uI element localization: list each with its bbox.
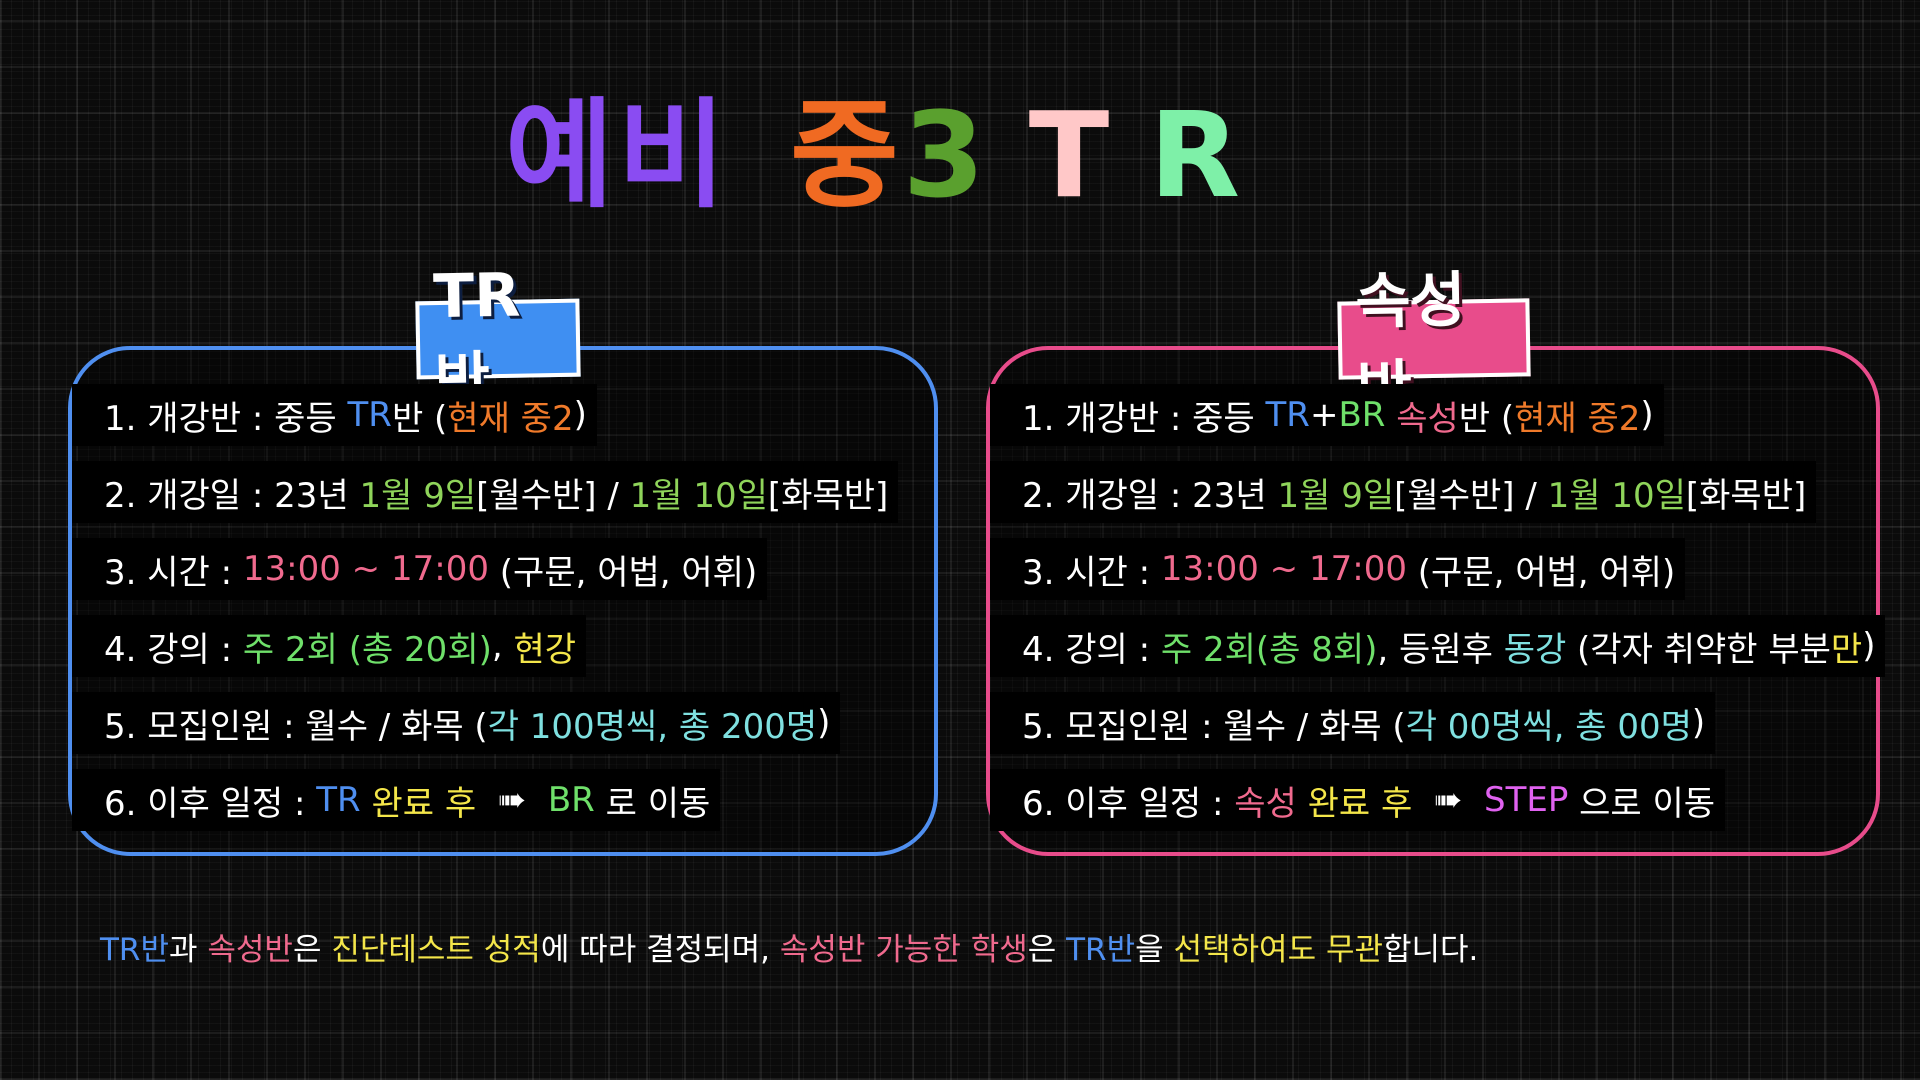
text-run: ) (1691, 703, 1706, 743)
page-title: 예비 중 3 T R (505, 80, 1244, 230)
text-run: 6. 이후 일정 : (104, 783, 317, 824)
text-run: ) (817, 703, 831, 743)
text-run: ) (1862, 626, 1876, 666)
title-part-r: R (1149, 86, 1245, 224)
tr-class-badge: TR반 (415, 260, 581, 416)
text-run: 속성 (1234, 783, 1297, 824)
text-run: [월수반] / (1394, 475, 1548, 516)
detail-line: 6. 이후 일정 : 속성 완료 후 ➠ STEP 으로 이동 (990, 769, 1726, 831)
text-run: 합니다. (1383, 932, 1479, 968)
text-run: 주 2회 (총 20회) (242, 629, 492, 670)
text-run: 현강 (513, 629, 577, 670)
detail-line: 3. 시간 : 13:00 ~ 17:00 (구문, 어법, 어휘) (990, 538, 1686, 600)
title-part-t: T (1028, 86, 1114, 224)
text-run: 13:00 ~ 17:00 (242, 549, 489, 589)
text-run: TR (1265, 395, 1310, 435)
text-run: 1월 9일 (1277, 475, 1395, 516)
text-run: , 등원후 (1377, 629, 1504, 670)
detail-line: 2. 개강일 : 23년 1월 9일[월수반] / 1월 10일[화목반] (990, 461, 1817, 523)
text-run: ➠ (476, 780, 548, 820)
text-run: 에 따라 결정되며, (540, 932, 780, 968)
text-run: 1월 9일 (359, 475, 477, 516)
text-run: 으로 이동 (1568, 783, 1716, 824)
text-run: 과 (169, 932, 208, 968)
text-run: + (1309, 395, 1339, 435)
text-run: 2. 개강일 : 23년 (1022, 475, 1278, 516)
text-run: 속성반 (207, 932, 293, 968)
text-run: 선택하여도 무관 (1173, 932, 1384, 968)
text-run: TR (347, 395, 392, 435)
text-run: TR반 (100, 932, 169, 968)
detail-line: 3. 시간 : 13:00 ~ 17:00 (구문, 어법, 어휘) (72, 538, 768, 600)
text-run: (각자 취약한 부분 (1566, 629, 1831, 670)
title-part-3: 3 (902, 86, 989, 224)
text-run: 속성반 가능한 학생 (779, 932, 1028, 968)
text-run: [월수반] / (476, 475, 630, 516)
detail-line: 5. 모집인원 : 월수 / 화목 (각 100명씩, 총 200명) (72, 692, 841, 754)
text-run: 각 00명씩, 총 00명 (1405, 706, 1692, 747)
text-run: 로 이동 (594, 783, 711, 824)
text-run: 13:00 ~ 17:00 (1160, 549, 1407, 589)
text-run: ) (1640, 395, 1654, 435)
text-run: 진단테스트 성적 (331, 932, 541, 968)
detail-line: 6. 이후 일정 : TR 완료 후 ➠ BR 로 이동 (72, 769, 721, 831)
text-run: [화목반] (767, 475, 889, 516)
text-run: 4. 강의 : (104, 629, 243, 670)
text-run: BR (547, 780, 595, 820)
text-run: 5. 모집인원 : 월수 / 화목 ( (1022, 706, 1406, 747)
text-run: BR (1338, 395, 1386, 435)
text-run: 2. 개강일 : 23년 (104, 475, 360, 516)
text-run: 은 (292, 932, 332, 968)
text-run: 동강 (1503, 629, 1567, 670)
text-run: (구문, 어법, 어휘) (488, 552, 758, 593)
text-run: 1. 개강반 : 중등 (104, 398, 348, 439)
text-run: ➠ (1412, 780, 1484, 820)
text-run: 반 ( (391, 398, 448, 439)
text-run: 을 (1135, 932, 1174, 968)
detail-line: 2. 개강일 : 23년 1월 9일[월수반] / 1월 10일[화목반] (72, 461, 899, 523)
detail-line: 5. 모집인원 : 월수 / 화목 (각 00명씩, 총 00명) (990, 692, 1716, 754)
text-run: 완료 후 (1307, 783, 1413, 824)
footer-note: TR반과 속성반은 진단테스트 성적에 따라 결정되며, 속성반 가능한 학생은… (100, 924, 1478, 969)
text-run: 현재 중2 (447, 398, 574, 439)
text-run: 3. 시간 : (1022, 552, 1161, 593)
text-run: 1. 개강반 : 중등 (1022, 398, 1266, 439)
title-part-jung: 중 (790, 86, 903, 224)
detail-line: 4. 강의 : 주 2회 (총 20회), 현강 (72, 615, 587, 677)
text-run: , (491, 626, 514, 666)
text-run: TR (316, 780, 361, 820)
text-run (1297, 780, 1308, 820)
text-run: 1월 10일 (1547, 475, 1686, 516)
text-run: STEP (1484, 780, 1569, 820)
text-run: 속성 (1396, 398, 1459, 439)
text-run: 3. 시간 : (104, 552, 243, 593)
text-run: 현재 중2 (1514, 398, 1641, 439)
speed-class-badge: 속성반 (1337, 265, 1531, 424)
text-run: 은 (1027, 932, 1067, 968)
text-run: 주 2회(총 8회) (1160, 629, 1378, 670)
text-run: 4. 강의 : (1022, 629, 1161, 670)
text-run: 1월 10일 (629, 475, 768, 516)
text-run: 완료 후 (371, 783, 477, 824)
text-run: ) (573, 395, 587, 435)
text-run: 각 100명씩, 총 200명 (487, 706, 818, 747)
title-part-yebi: 예비 (505, 86, 731, 224)
text-run: 6. 이후 일정 : (1022, 783, 1235, 824)
text-run: 반 ( (1458, 398, 1515, 439)
text-run: 5. 모집인원 : 월수 / 화목 ( (104, 706, 488, 747)
text-run (1385, 395, 1396, 435)
text-run: [화목반] (1685, 475, 1807, 516)
text-run (361, 780, 372, 820)
text-run: 만 (1830, 629, 1863, 670)
text-run: (구문, 어법, 어휘) (1406, 552, 1676, 593)
text-run: TR반 (1066, 932, 1136, 968)
